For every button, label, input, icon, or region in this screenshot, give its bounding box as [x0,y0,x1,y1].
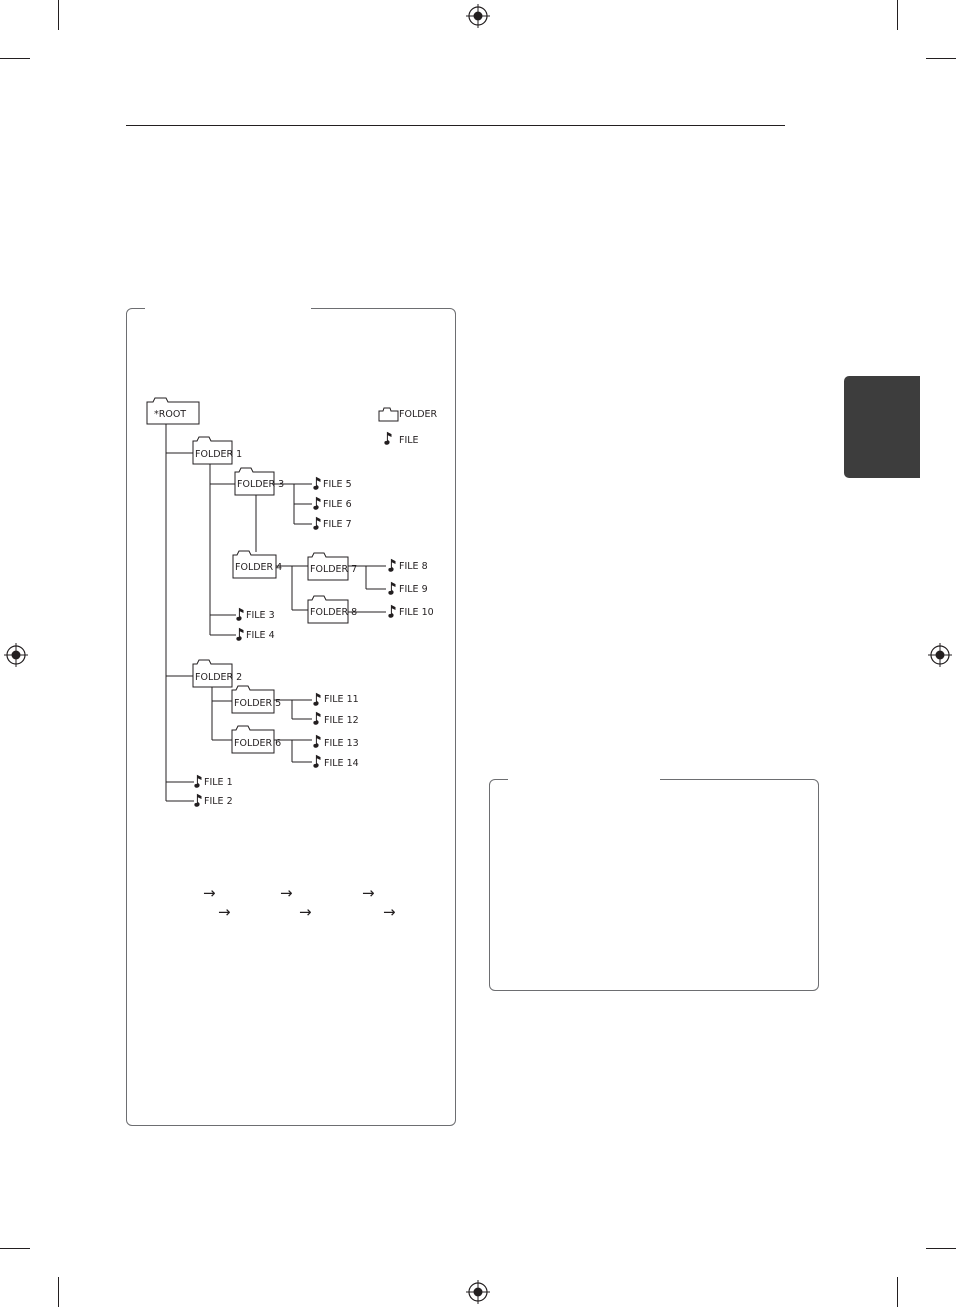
file-node: FILE 12 [313,712,359,726]
file-node: FILE 6 [313,497,352,510]
file-label: FILE 4 [246,630,275,641]
sequence-arrow: → [280,884,293,902]
crop-mark [0,1248,30,1249]
root-folder: *ROOT [146,397,200,425]
music-note-icon [313,693,321,706]
sequence-arrow: → [299,903,312,921]
folder-label: FOLDER 2 [195,672,242,683]
music-note-icon [236,628,244,641]
registration-mark-icon [466,4,490,28]
folder-label: FOLDER 3 [237,479,284,490]
root-label: *ROOT [154,409,186,420]
file-label: FILE 12 [324,715,359,726]
file-node: FILE 8 [388,559,428,572]
music-note-icon [313,497,321,510]
folder-label: FOLDER 7 [310,564,357,575]
music-note-icon [313,712,321,725]
file-node: FILE 10 [388,605,434,618]
panel-title-gap [145,306,311,310]
folder-label: FOLDER 8 [310,607,357,618]
folder-node: FOLDER 4 [232,550,282,579]
note-panel-left [126,308,456,1126]
music-note-icon [388,582,396,595]
sequence-arrow: → [362,884,375,902]
music-note-icon [388,605,396,618]
folder-label: FOLDER 5 [234,698,281,709]
chapter-tab [844,376,920,478]
file-node: FILE 14 [313,755,359,769]
file-label: FILE 10 [399,607,434,618]
note-panel-right [489,779,819,991]
registration-mark-icon [4,643,28,667]
file-node: FILE 13 [313,735,359,749]
folder-label: FOLDER 6 [234,738,281,749]
file-label: FILE 3 [246,610,275,621]
crop-mark [0,58,30,59]
crop-mark [897,1277,898,1307]
music-note-icon [313,477,321,490]
crop-mark [926,58,956,59]
legend-folder-label: FOLDER [399,409,438,420]
music-note-icon [384,432,392,445]
folder-node: FOLDER 7 [307,552,357,581]
file-label: FILE 1 [204,777,233,788]
file-node: FILE 2 [194,794,233,807]
folder-node: FOLDER 5 [231,685,281,714]
folder-tree-diagram: *ROOT FOLDER FILE FOLDER 1 FOLDER 3 FOLD… [146,397,438,807]
file-label: FILE 9 [399,584,428,595]
file-label: FILE 6 [323,499,352,510]
music-note-icon [388,559,396,572]
crop-mark [926,1248,956,1249]
registration-mark-icon [928,643,952,667]
file-node: FILE 3 [236,608,275,621]
panel-title-gap [508,777,660,781]
folder-node: FOLDER 3 [234,467,284,496]
file-node: FILE 9 [388,582,428,595]
folder-node: FOLDER 8 [307,595,357,624]
file-label: FILE 5 [323,479,352,490]
registration-mark-icon [466,1280,490,1304]
music-note-icon [313,517,321,530]
folder-label: FOLDER 4 [235,562,282,573]
folder-node: FOLDER 2 [192,659,242,688]
file-node: FILE 5 [313,477,352,490]
file-label: FILE 2 [204,796,233,807]
sequence-arrow: → [383,903,396,921]
header-rule [126,125,785,126]
file-label: FILE 8 [399,561,428,572]
file-label: FILE 14 [324,758,359,769]
file-node: FILE 11 [313,693,359,706]
file-label: FILE 13 [324,738,359,749]
music-note-icon [313,735,321,748]
crop-mark [58,0,59,30]
music-note-icon [236,608,244,621]
file-label: FILE 11 [324,694,359,705]
folder-node: FOLDER 6 [231,725,281,754]
file-label: FILE 7 [323,519,352,530]
music-note-icon [194,794,202,807]
folder-icon [378,407,399,422]
legend: FOLDER FILE [378,407,438,446]
folder-node: FOLDER 1 [192,436,242,465]
sequence-arrow: → [203,884,216,902]
crop-mark [58,1277,59,1307]
music-note-icon [313,755,321,768]
file-node: FILE 4 [236,628,275,641]
file-node: FILE 7 [313,517,352,530]
crop-mark [897,0,898,30]
music-note-icon [194,775,202,788]
legend-file-label: FILE [399,435,419,446]
sequence-arrow: → [218,903,231,921]
file-node: FILE 1 [194,775,233,788]
folder-label: FOLDER 1 [195,449,242,460]
